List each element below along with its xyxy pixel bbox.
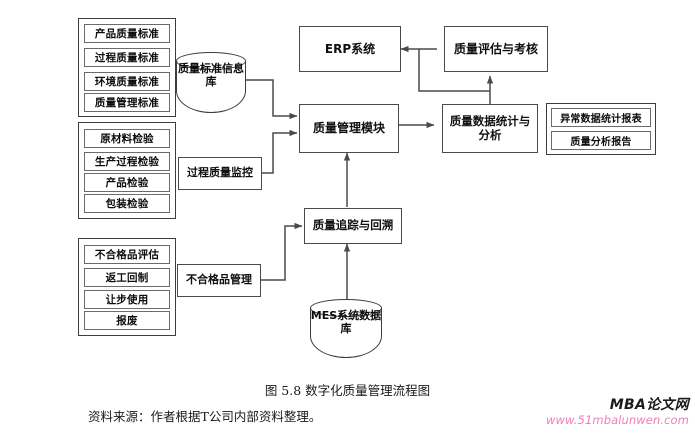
chip-quality-management-standard[interactable]: 质量管理标准 [84,93,170,112]
chip-concession-use[interactable]: 让步使用 [84,290,170,309]
figure-source: 资料来源：作者根据T公司内部资料整理。 [88,409,322,424]
chip-environment-quality-standard[interactable]: 环境质量标准 [84,72,170,91]
mes-database-label: MES系统数据库 [310,309,382,336]
quality-traceability-node[interactable]: 质量追踪与回溯 [304,208,402,244]
chip-raw-material-inspection[interactable]: 原材料检验 [84,129,170,148]
chip-rework[interactable]: 返工回制 [84,268,170,287]
quality-data-analysis-node[interactable]: 质量数据统计与分析 [442,104,538,153]
wire-process-monitor-to-module [262,129,298,174]
process-quality-monitor-node[interactable]: 过程质量监控 [178,157,262,190]
figure-caption: 图 5.8 数字化质量管理流程图 [264,383,431,398]
chip-quality-analysis-report[interactable]: 质量分析报告 [551,131,651,150]
watermark-brand: MBA论文网 [609,397,689,413]
chip-product-quality-standard[interactable]: 产品质量标准 [84,24,170,43]
cylinder-top [176,52,246,70]
chip-packaging-inspection[interactable]: 包装检验 [84,194,170,213]
quality-standard-database[interactable]: 质量标准信息库 [176,52,246,117]
chip-production-process-inspection[interactable]: 生产过程检验 [84,152,170,171]
chip-abnormal-data-report[interactable]: 异常数据统计报表 [551,108,651,127]
cylinder-top [310,299,382,317]
chip-product-inspection[interactable]: 产品检验 [84,173,170,192]
quality-evaluation-node[interactable]: 质量评估与考核 [444,26,548,72]
quality-standard-database-label: 质量标准信息库 [178,62,244,89]
watermark-url: www.51mbalunwen.com [546,412,689,427]
erp-system-node[interactable]: ERP系统 [299,26,401,72]
chip-nonconforming-evaluation[interactable]: 不合格品评估 [84,245,170,264]
chip-scrap[interactable]: 报废 [84,311,170,330]
chip-process-quality-standard[interactable]: 过程质量标准 [84,48,170,67]
quality-management-module-node[interactable]: 质量管理模块 [299,104,399,153]
mes-database[interactable]: MES系统数据库 [310,299,382,361]
wire-standards-db-to-module [246,79,298,120]
watermark: MBA论文网 www.51mbalunwen.com [546,398,689,426]
nonconforming-management-node[interactable]: 不合格品管理 [177,264,261,297]
wire-nonconforming-to-traceability [261,222,303,281]
